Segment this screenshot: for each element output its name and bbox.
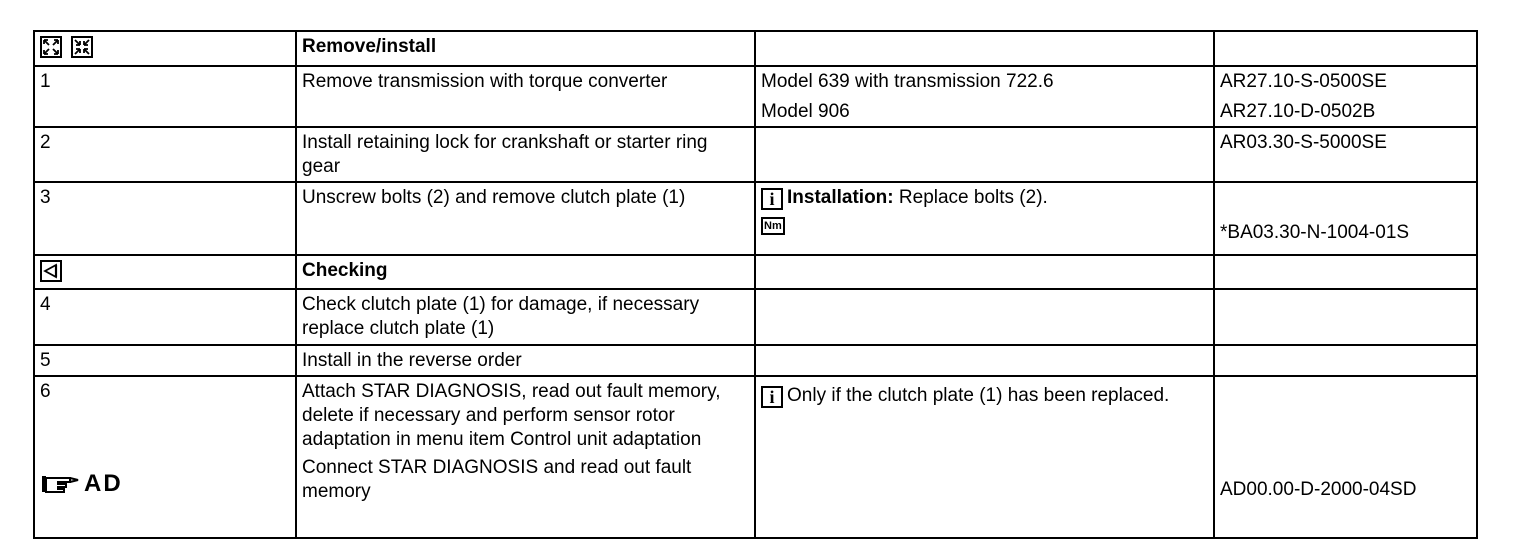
- note-text: Only if the clutch plate (1) has been re…: [787, 385, 1170, 406]
- step-number: 2: [33, 126, 297, 183]
- step-number: 6 AD: [33, 375, 297, 539]
- empty-cell: [754, 126, 1215, 183]
- torque-icon: Nm: [761, 216, 785, 235]
- info-icon: i: [761, 386, 783, 408]
- empty-cell: [1213, 344, 1478, 377]
- empty-cell: [754, 344, 1215, 377]
- step-description-text: Connect STAR DIAGNOSIS and read out faul…: [302, 457, 692, 502]
- empty-cell: [1213, 30, 1478, 67]
- table-row: 6 AD Attach STAR DIAGNOSIS, read out fau…: [33, 375, 1478, 539]
- section-title-text: Checking: [302, 260, 388, 281]
- pointing-hand-icon: [42, 476, 79, 493]
- step-number-text: 4: [40, 294, 51, 315]
- procedure-table: Remove/install 1 Remove transmission wit…: [33, 30, 1478, 539]
- step-number-text: 1: [40, 71, 51, 92]
- step-description-text: Unscrew bolts (2) and remove clutch plat…: [302, 187, 686, 208]
- step-number: 3: [33, 181, 297, 256]
- step-reference: *BA03.30-N-1004-01S: [1213, 181, 1478, 256]
- step-reference: AR27.10-S-0500SE AR27.10-D-0502B: [1213, 65, 1478, 128]
- reference-link[interactable]: *BA03.30-N-1004-01S: [1220, 222, 1410, 243]
- reference-link[interactable]: AR03.30-S-5000SE: [1220, 132, 1387, 153]
- ad-label: AD: [84, 470, 123, 497]
- install-icon: [71, 35, 94, 58]
- torque-note: Nm: [761, 214, 1208, 238]
- icon-cell: [33, 30, 297, 67]
- step-description: Check clutch plate (1) for damage, if ne…: [295, 288, 756, 346]
- step-number: 5: [33, 344, 297, 377]
- note-label: Installation:: [787, 187, 894, 208]
- section-title: Remove/install: [295, 30, 756, 67]
- reference-link[interactable]: AR27.10-D-0502B: [1220, 101, 1376, 122]
- note-line: Model 906: [761, 101, 850, 122]
- icon-cell: [33, 254, 297, 290]
- step-description-text: Install in the reverse order: [302, 350, 522, 371]
- table-row: Checking: [33, 254, 1478, 290]
- checking-icon: [40, 259, 62, 282]
- step-description-text: Check clutch plate (1) for damage, if ne…: [302, 294, 700, 339]
- step-description: Attach STAR DIAGNOSIS, read out fault me…: [295, 375, 756, 539]
- table-row: 3 Unscrew bolts (2) and remove clutch pl…: [33, 181, 1478, 256]
- step-description-text: Remove transmission with torque converte…: [302, 71, 668, 92]
- section-title: Checking: [295, 254, 756, 290]
- empty-cell: [754, 30, 1215, 67]
- step-number-text: 5: [40, 350, 51, 371]
- empty-cell: [1213, 288, 1478, 346]
- step-reference: AR03.30-S-5000SE: [1213, 126, 1478, 183]
- table-row: 5 Install in the reverse order: [33, 344, 1478, 377]
- step-description: Install retaining lock for crankshaft or…: [295, 126, 756, 183]
- reference-link[interactable]: AR27.10-S-0500SE: [1220, 71, 1387, 92]
- step-number-text: 2: [40, 132, 51, 153]
- step-description: Remove transmission with torque converte…: [295, 65, 756, 128]
- note-text: Replace bolts (2).: [893, 187, 1048, 208]
- table-row: 2 Install retaining lock for crankshaft …: [33, 126, 1478, 183]
- reference-link[interactable]: AD00.00-D-2000-04SD: [1220, 479, 1417, 500]
- step-notes: Model 639 with transmission 722.6 Model …: [754, 65, 1215, 128]
- empty-cell: [1213, 254, 1478, 290]
- step-description: Install in the reverse order: [295, 344, 756, 377]
- step-reference: AD00.00-D-2000-04SD: [1213, 375, 1478, 539]
- table-row: Remove/install: [33, 30, 1478, 67]
- table-row: 4 Check clutch plate (1) for damage, if …: [33, 288, 1478, 346]
- step-number: 1: [33, 65, 297, 128]
- section-title-text: Remove/install: [302, 36, 437, 57]
- step-description: Unscrew bolts (2) and remove clutch plat…: [295, 181, 756, 256]
- step-description-text: Attach STAR DIAGNOSIS, read out fault me…: [302, 381, 721, 450]
- step-number-text: 6: [40, 381, 51, 402]
- step-description-text: Install retaining lock for crankshaft or…: [302, 132, 708, 177]
- empty-cell: [754, 288, 1215, 346]
- remove-icon: [40, 35, 62, 58]
- step-number-text: 3: [40, 187, 51, 208]
- info-icon: i: [761, 188, 783, 210]
- diagnosis-marker: AD: [40, 472, 123, 496]
- empty-cell: [754, 254, 1215, 290]
- step-number: 4: [33, 288, 297, 346]
- note-line: Model 639 with transmission 722.6: [761, 71, 1054, 92]
- table-row: 1 Remove transmission with torque conver…: [33, 65, 1478, 128]
